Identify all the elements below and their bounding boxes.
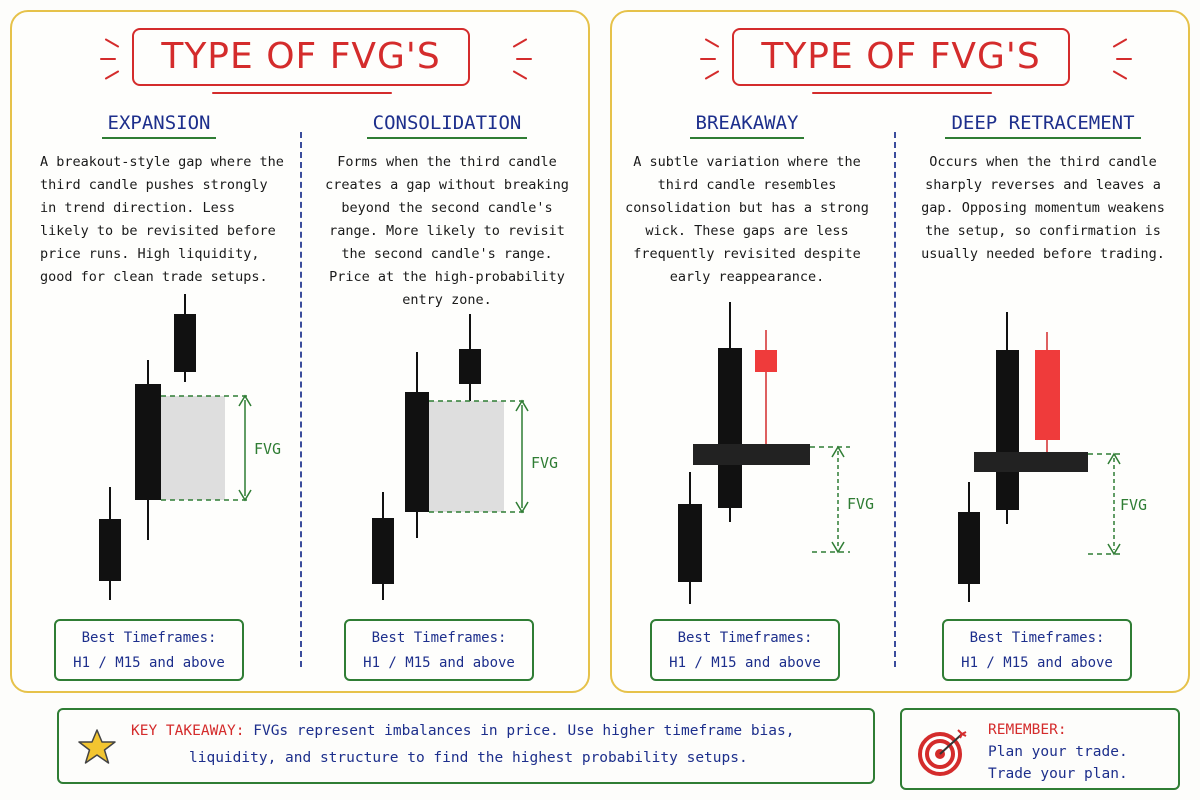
section-heading: EXPANSION	[101, 112, 217, 139]
title-accent-rays-right	[502, 28, 532, 88]
timeframes-value: H1 / M15 and above	[363, 655, 515, 671]
timeframes-value: H1 / M15 and above	[961, 655, 1113, 671]
timeframes-title: Best Timeframes:	[677, 630, 813, 646]
candle-1	[958, 512, 980, 584]
candle-3	[459, 349, 481, 384]
timeframes-value: H1 / M15 and above	[73, 655, 225, 671]
candle-2	[405, 392, 429, 512]
key-takeaway-text-1: FVGs represent imbalances in price. Use …	[253, 723, 795, 739]
fvg-label: FVG	[254, 440, 281, 458]
section-divider	[894, 132, 896, 667]
page-title: TYPE OF FVG'S	[132, 28, 470, 86]
deep-retracement-candlestick-diagram: FVG	[958, 312, 1147, 602]
wick-bar	[974, 452, 1088, 472]
section-consolidation: CONSOLIDATION Forms when the third candl…	[312, 112, 582, 312]
section-description: Forms when the third candle creates a ga…	[325, 154, 569, 308]
title-underline	[812, 92, 992, 94]
best-timeframes-box: Best Timeframes: H1 / M15 and above	[344, 619, 534, 681]
remember-line-2: Trade your plan.	[988, 766, 1128, 782]
section-divider	[300, 132, 302, 667]
timeframes-value: H1 / M15 and above	[669, 655, 821, 671]
fvg-label: FVG	[531, 454, 558, 472]
section-breakaway: BREAKAWAY A subtle variation where the t…	[612, 112, 882, 289]
fvg-gap-area	[161, 396, 225, 500]
wick-bar	[693, 444, 810, 465]
timeframes-title: Best Timeframes:	[81, 630, 217, 646]
title-underline	[212, 92, 392, 94]
star-icon	[78, 729, 116, 764]
candle-1	[678, 504, 702, 582]
section-heading: DEEP RETRACEMENT	[945, 112, 1141, 139]
key-takeaway-line-1: KEY TAKEAWAY: FVGs represent imbalances …	[131, 723, 794, 739]
section-description: A breakout-style gap where the third can…	[40, 154, 284, 285]
target-icon	[918, 729, 967, 776]
key-takeaway-text-2: liquidity, and structure to find the hig…	[189, 750, 748, 766]
section-expansion: EXPANSION A breakout-style gap where the…	[24, 112, 294, 289]
panel-left: TYPE OF FVG'S EXPANSION A breakout-style…	[10, 10, 590, 693]
fvg-label: FVG	[847, 495, 874, 513]
remember-line-1: Plan your trade.	[988, 744, 1128, 760]
title-accent-rays-right	[1102, 28, 1132, 88]
section-description: A subtle variation where the third candl…	[625, 154, 869, 285]
candle-2	[718, 348, 742, 508]
candle-1	[99, 519, 121, 581]
fvg-label: FVG	[1120, 496, 1147, 514]
best-timeframes-box: Best Timeframes: H1 / M15 and above	[942, 619, 1132, 681]
timeframes-title: Best Timeframes:	[371, 630, 507, 646]
expansion-candlestick-diagram: FVG	[99, 294, 281, 600]
section-description: Occurs when the third candle sharply rev…	[921, 154, 1165, 262]
panel-right: TYPE OF FVG'S BREAKAWAY A subtle variati…	[610, 10, 1190, 693]
section-deep-retracement: DEEP RETRACEMENT Occurs when the third c…	[908, 112, 1178, 266]
best-timeframes-box: Best Timeframes: H1 / M15 and above	[650, 619, 840, 681]
key-takeaway-label: KEY TAKEAWAY:	[131, 723, 245, 739]
candle-3-bearish	[755, 350, 777, 372]
title-accent-rays-left	[100, 28, 130, 88]
key-takeaway-box: KEY TAKEAWAY: FVGs represent imbalances …	[57, 708, 875, 784]
best-timeframes-box: Best Timeframes: H1 / M15 and above	[54, 619, 244, 681]
page-title: TYPE OF FVG'S	[732, 28, 1070, 86]
consolidation-candlestick-diagram: FVG	[372, 314, 558, 600]
section-heading: BREAKAWAY	[689, 112, 805, 139]
remember-title: REMEMBER:	[988, 722, 1067, 738]
section-heading: CONSOLIDATION	[366, 112, 528, 139]
candle-3	[174, 314, 196, 372]
breakaway-candlestick-diagram: FVG	[678, 302, 874, 604]
candle-3-bearish	[1035, 350, 1060, 440]
candle-1	[372, 518, 394, 584]
fvg-gap-area	[429, 401, 504, 512]
title-accent-rays-left	[700, 28, 730, 88]
remember-box: REMEMBER: Plan your trade. Trade your pl…	[900, 708, 1180, 790]
candle-2	[135, 384, 161, 500]
candle-2	[996, 350, 1019, 510]
timeframes-title: Best Timeframes:	[969, 630, 1105, 646]
